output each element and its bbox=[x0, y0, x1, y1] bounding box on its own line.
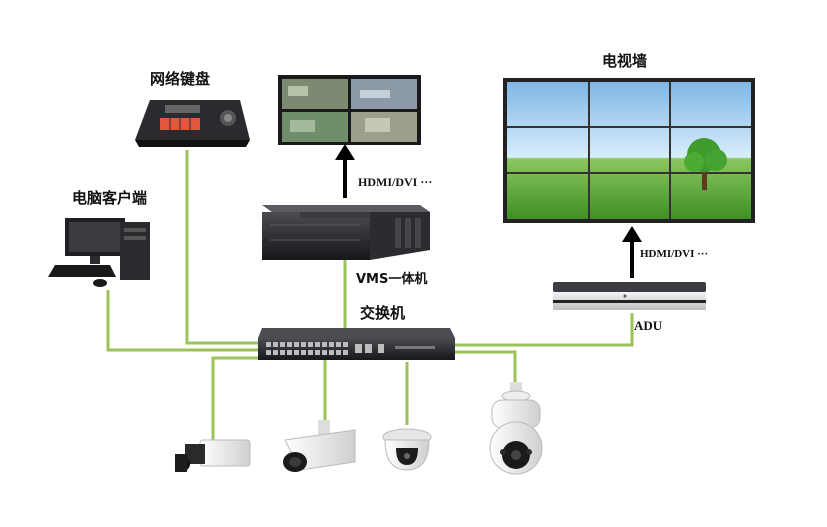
bullet-camera-icon bbox=[283, 420, 356, 472]
pc-client-label: 电脑客户端 bbox=[72, 189, 148, 207]
desktop-computer-icon bbox=[48, 218, 150, 287]
hdmi-label-top: HDMI/DVI ··· bbox=[358, 175, 433, 189]
arrow-up-adu bbox=[622, 226, 642, 278]
network-keyboard-icon bbox=[135, 100, 250, 147]
video-wall-icon bbox=[503, 78, 755, 223]
adu-decoder-icon bbox=[553, 282, 706, 310]
monitor-icon bbox=[278, 75, 421, 145]
adu-label: ADU bbox=[634, 318, 663, 333]
network-switch-icon bbox=[258, 328, 455, 360]
video-wall-label: 电视墙 bbox=[602, 52, 648, 70]
arrow-up-vms bbox=[335, 144, 355, 198]
vms-label: VMS一体机 bbox=[356, 272, 428, 287]
vms-server-icon bbox=[262, 205, 430, 260]
hdmi-label-right: HDMI/DVI ··· bbox=[640, 248, 709, 260]
box-camera-icon bbox=[175, 439, 251, 472]
keyboard-label: 网络键盘 bbox=[150, 70, 211, 88]
switch-label: 交换机 bbox=[360, 304, 406, 322]
dome-camera-icon bbox=[382, 428, 432, 471]
ptz-camera-icon bbox=[489, 382, 543, 475]
